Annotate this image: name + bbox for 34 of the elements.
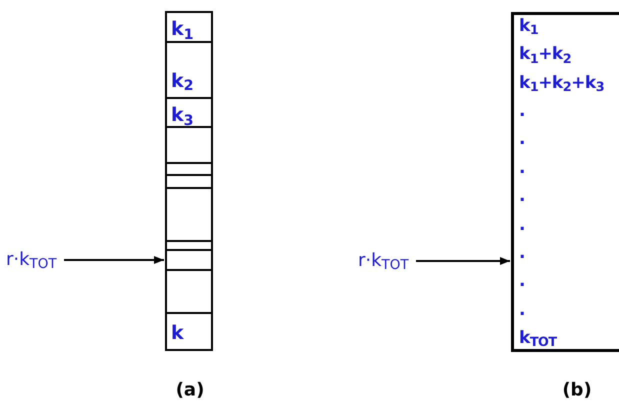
- segment-label: k$_{1}$: [171, 18, 194, 40]
- list-entry: k$_{1}$: [519, 16, 538, 36]
- column-segment: [165, 126, 213, 164]
- list-entry: k$_{TOT}$: [519, 328, 557, 348]
- panel-label: (b): [562, 380, 592, 400]
- column-segment: [165, 249, 213, 271]
- column-segment: [165, 240, 213, 251]
- panel-label: (a): [176, 380, 204, 400]
- rate-label: r·k$_{TOT}$: [6, 251, 57, 269]
- column-segment: [165, 174, 213, 189]
- list-entry: .: [519, 242, 525, 263]
- rate-label: r·k$_{TOT}$: [358, 252, 409, 270]
- list-entry: .: [519, 158, 525, 178]
- column-segment: [165, 312, 213, 351]
- column-segment: [165, 11, 213, 43]
- column-segment: [165, 97, 213, 128]
- segment-label: k: [171, 322, 184, 344]
- column-segment: [165, 187, 213, 242]
- arrow: [416, 257, 510, 265]
- column-segment: [165, 41, 213, 99]
- list-entry: .: [519, 214, 525, 235]
- column-segment: [165, 269, 213, 314]
- list-entry: .: [519, 186, 525, 206]
- segment-label: k$_{2}$: [171, 70, 194, 92]
- list-entry: k$_{1}$+k$_{2}$: [519, 44, 572, 64]
- segment-label: k$_{3}$: [171, 104, 194, 126]
- list-entry: .: [519, 129, 525, 150]
- list-entry: .: [519, 271, 525, 292]
- cumulative-list-box: [511, 12, 619, 352]
- column-segment: [165, 162, 213, 176]
- list-entry: k$_{1}$+k$_{2}$+k$_{3}$: [519, 72, 604, 93]
- list-entry: .: [519, 101, 525, 122]
- list-entry: .: [519, 300, 525, 320]
- arrow: [64, 256, 164, 264]
